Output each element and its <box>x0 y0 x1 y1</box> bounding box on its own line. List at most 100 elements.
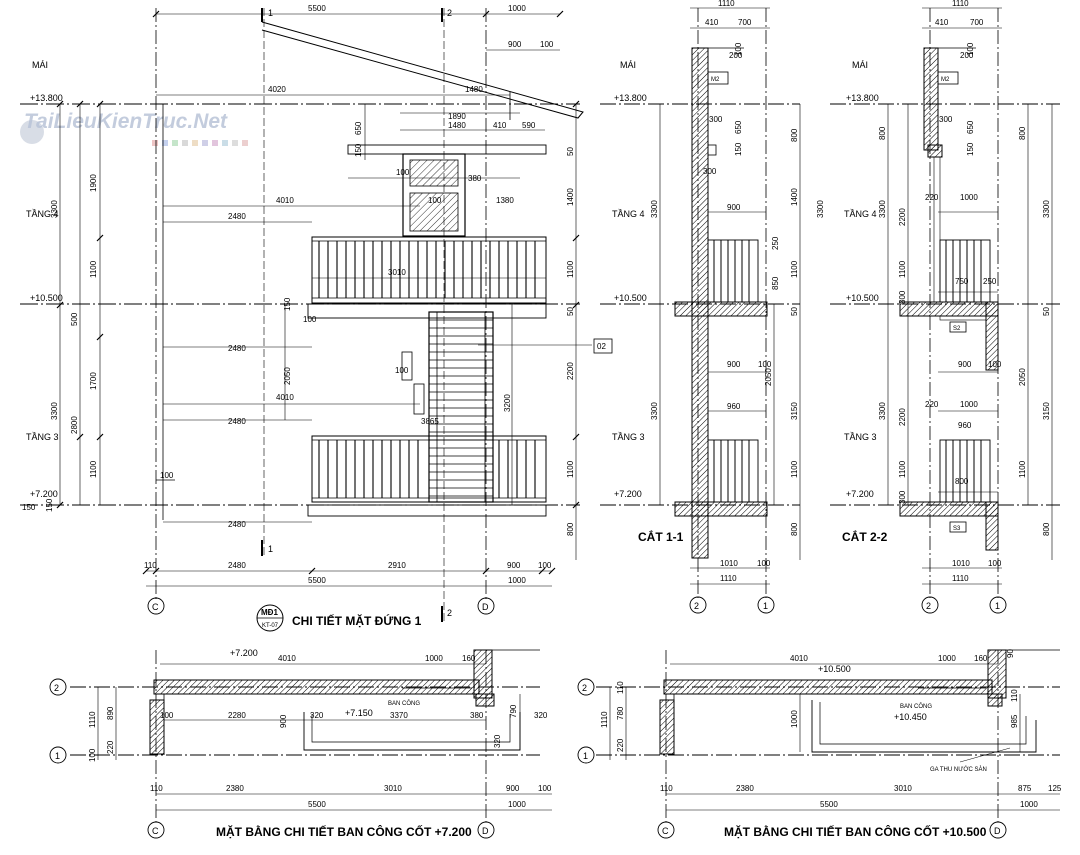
dim: 110 <box>144 561 157 570</box>
dim: 700 <box>970 18 984 27</box>
dim: 4010 <box>790 654 808 663</box>
dim: 100 <box>757 559 771 568</box>
dim: 410 <box>705 18 719 27</box>
dim: 50 <box>566 307 575 316</box>
dim: 3300 <box>878 200 887 218</box>
dim: 1000 <box>508 4 526 13</box>
elevation-13800: +13.800 <box>30 93 63 103</box>
dim: 2800 <box>70 416 79 434</box>
dim: 160 <box>974 654 988 663</box>
dim: 1100 <box>566 260 575 278</box>
dim: 800 <box>878 126 887 140</box>
dim: 50 <box>790 307 799 316</box>
dim: 380 <box>468 174 482 183</box>
section-2-2-labels: MÁI +13.800 +10.500 +7.200 TẦNG 4 TẦNG 3… <box>842 0 1051 614</box>
view-tag: MĐ1 KT-07 <box>256 604 284 632</box>
dim: 900 <box>507 561 521 570</box>
elevation-10500: +10.500 <box>846 293 879 303</box>
dim: 300 <box>939 115 953 124</box>
plan-7200-labels: 2 1 +7.200 +7.150 BAN CÔNG 4010 1000 160… <box>49 648 552 839</box>
dim: 1100 <box>1018 460 1027 478</box>
dim: 1000 <box>1020 800 1038 809</box>
callout-label: 02 <box>597 342 606 351</box>
dim: 800 <box>790 128 799 142</box>
elevation-7150: +7.150 <box>345 708 373 718</box>
dim: 3200 <box>503 394 512 412</box>
section-2-2-title: CẮT 2-2 <box>842 529 888 544</box>
dim: 3300 <box>650 200 659 218</box>
level-3-label: TẦNG 3 <box>26 432 59 442</box>
dim: 1100 <box>790 460 799 478</box>
plan-7200-title: MẶT BẰNG CHI TIẾT BAN CÔNG CỐT +7.200 <box>216 824 472 839</box>
grid-bubble-d: D <box>482 826 489 836</box>
dim: 100 <box>758 360 772 369</box>
dim: 410 <box>935 18 949 27</box>
dim: 1110 <box>952 0 969 8</box>
dim: 3300 <box>816 200 825 218</box>
dim: 1000 <box>508 576 526 585</box>
dim: 750 <box>955 277 969 286</box>
dim: 985 <box>1010 714 1019 728</box>
dim: 960 <box>727 402 741 411</box>
dim: 200 <box>960 51 974 60</box>
dim: 3150 <box>1042 402 1051 420</box>
dim: 2050 <box>283 367 292 385</box>
dim: 250 <box>983 277 997 286</box>
dim: 200 <box>729 51 743 60</box>
elevation-10500: +10.500 <box>818 664 851 674</box>
dim: 150 <box>734 142 743 156</box>
dim: 4010 <box>276 393 294 402</box>
level-3-label: TẦNG 3 <box>844 432 877 442</box>
dim: 100 <box>966 42 975 56</box>
dim: 1110 <box>600 711 609 728</box>
dim: 1100 <box>898 460 907 478</box>
dim: 100 <box>988 559 1002 568</box>
dim: 110 <box>1010 689 1019 702</box>
elevation-10450: +10.450 <box>894 712 927 722</box>
dim: 3300 <box>50 200 59 218</box>
watermark-text: TaiLieuKienTruc.Net <box>24 110 228 133</box>
dim: 110 <box>616 681 625 694</box>
tag-m2: M2 <box>711 77 720 83</box>
dim: 4020 <box>268 85 286 94</box>
drain-note: GA THU NƯỚC SÀN <box>930 766 987 773</box>
level-4-label: TẦNG 4 <box>844 209 877 219</box>
dim: 1400 <box>790 188 799 206</box>
elevation-13800: +13.800 <box>846 93 879 103</box>
dim: 100 <box>988 360 1002 369</box>
dim: 100 <box>160 471 174 480</box>
dim: 900 <box>958 360 972 369</box>
elevation-7200: +7.200 <box>30 489 58 499</box>
dim: 1110 <box>88 711 97 728</box>
elevation-title: CHI TIẾT MẶT ĐỨNG 1 <box>292 613 422 628</box>
dim: 2380 <box>736 784 754 793</box>
dim: 800 <box>566 522 575 536</box>
dim: 1000 <box>790 710 799 728</box>
dim: 1100 <box>89 460 98 478</box>
dim: 3300 <box>1042 200 1051 218</box>
dim: 1480 <box>465 85 483 94</box>
section-1-1-title: CẮT 1-1 <box>638 529 684 544</box>
dim: 1000 <box>508 800 526 809</box>
plan-10500-labels: 2 1 +10.500 +10.450 BAN CÔNG GA THU NƯỚC… <box>577 649 1062 839</box>
dim: 650 <box>354 121 363 135</box>
grid-bubble-2: 2 <box>926 601 931 611</box>
dim: 3300 <box>650 402 659 420</box>
dim: 960 <box>958 421 972 430</box>
dim: 2480 <box>228 561 246 570</box>
dim: 780 <box>616 706 625 720</box>
cut-mark-2-bottom: 2 <box>447 608 452 618</box>
dim: 2050 <box>764 368 773 386</box>
dim: 150 <box>45 498 54 512</box>
grid-bubble-c: C <box>152 602 159 612</box>
dim: 1110 <box>720 574 737 583</box>
dim: 1890 <box>448 112 466 121</box>
dim: 1000 <box>960 400 978 409</box>
dim: 3370 <box>390 711 408 720</box>
dim: 5500 <box>308 4 326 13</box>
dim: 160 <box>462 654 476 663</box>
dim: 1010 <box>952 559 970 568</box>
dim: 3010 <box>894 784 912 793</box>
dim: 100 <box>538 561 552 570</box>
watermark: TaiLieuKienTruc.Net <box>20 110 248 146</box>
